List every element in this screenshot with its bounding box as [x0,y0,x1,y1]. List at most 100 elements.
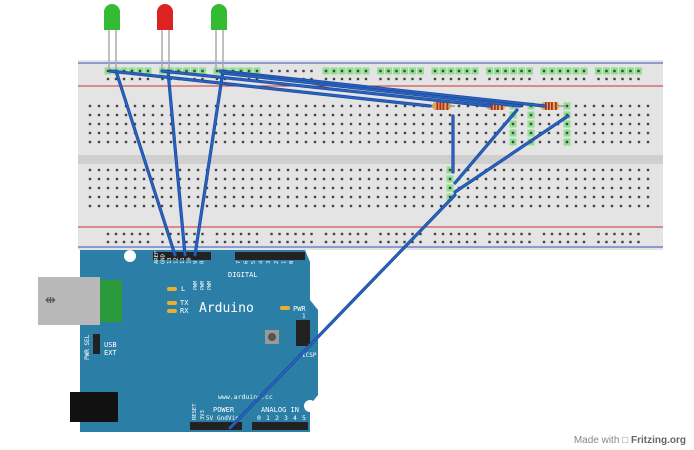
hole [412,177,416,181]
hole [358,186,362,190]
arduino-board [80,250,318,432]
hole [433,69,437,73]
hole [331,177,335,181]
digital-pin-label: 1 [281,261,287,264]
hole [114,77,118,81]
hole [488,77,491,81]
hole [286,69,289,73]
hole [439,113,443,117]
hole [106,140,110,144]
hole [619,104,623,108]
hole [412,113,416,117]
hole [376,204,380,208]
hole [259,195,263,199]
hole [512,69,515,73]
hole [621,77,624,81]
hole [385,186,389,190]
hole [196,113,200,117]
hole [286,204,290,208]
hole [114,232,118,236]
hole [97,131,101,135]
hole [466,113,470,117]
hole [556,140,560,144]
hole [277,177,281,181]
hole [637,177,641,181]
power-header [190,422,242,430]
hole [475,168,479,172]
hole [441,69,445,73]
hole [286,186,290,190]
hole [97,195,101,199]
hole [146,240,150,244]
hole [304,131,308,135]
hole [348,232,352,236]
hole [412,131,416,135]
digital-header-2 [235,252,305,260]
hole [187,186,191,190]
hole [295,122,299,126]
hole [512,240,515,244]
hole [367,186,371,190]
digital-pin-label: 3 [266,261,272,264]
hole [358,168,362,172]
hole [133,122,137,126]
hole [367,113,371,117]
analog-pin-label: 0 [257,414,261,422]
hole [430,177,434,181]
hole [286,104,290,108]
hole [574,168,578,172]
hole [394,140,398,144]
hole [250,195,254,199]
hole [232,113,236,117]
hole [628,113,632,117]
hole [592,177,596,181]
hole [97,113,101,117]
hole [637,140,641,144]
hole [106,240,110,244]
hole [628,104,632,108]
hole [124,131,128,135]
hole [547,195,551,199]
hole [550,77,554,81]
hole [196,131,200,135]
hole [133,140,137,144]
hole [385,195,389,199]
hole [331,168,335,172]
hole [124,204,128,208]
hole [583,140,587,144]
hole [605,240,608,244]
hole [619,140,623,144]
hole [322,204,326,208]
hole [628,122,632,126]
hole [520,195,524,199]
hole [610,204,614,208]
hole [582,69,586,73]
hole [304,122,308,126]
hole [421,186,425,190]
hole [133,186,137,190]
hole [241,204,245,208]
hole [232,168,236,172]
hole [457,122,461,126]
hole [558,69,562,73]
hole [324,232,328,236]
hole [465,69,469,73]
hole [475,140,479,144]
resistor-band [442,102,445,110]
hole [493,122,497,126]
hole [542,232,546,236]
hole [277,140,281,144]
hole [520,177,524,181]
hole [185,240,188,244]
digital-pin-label: 12 [174,257,180,264]
hole [241,195,245,199]
hole [520,232,523,236]
hole [488,69,491,73]
hole [583,131,587,135]
hole [169,195,173,199]
hole [439,168,443,172]
hole [376,177,380,181]
hole [331,122,335,126]
hole [232,195,236,199]
